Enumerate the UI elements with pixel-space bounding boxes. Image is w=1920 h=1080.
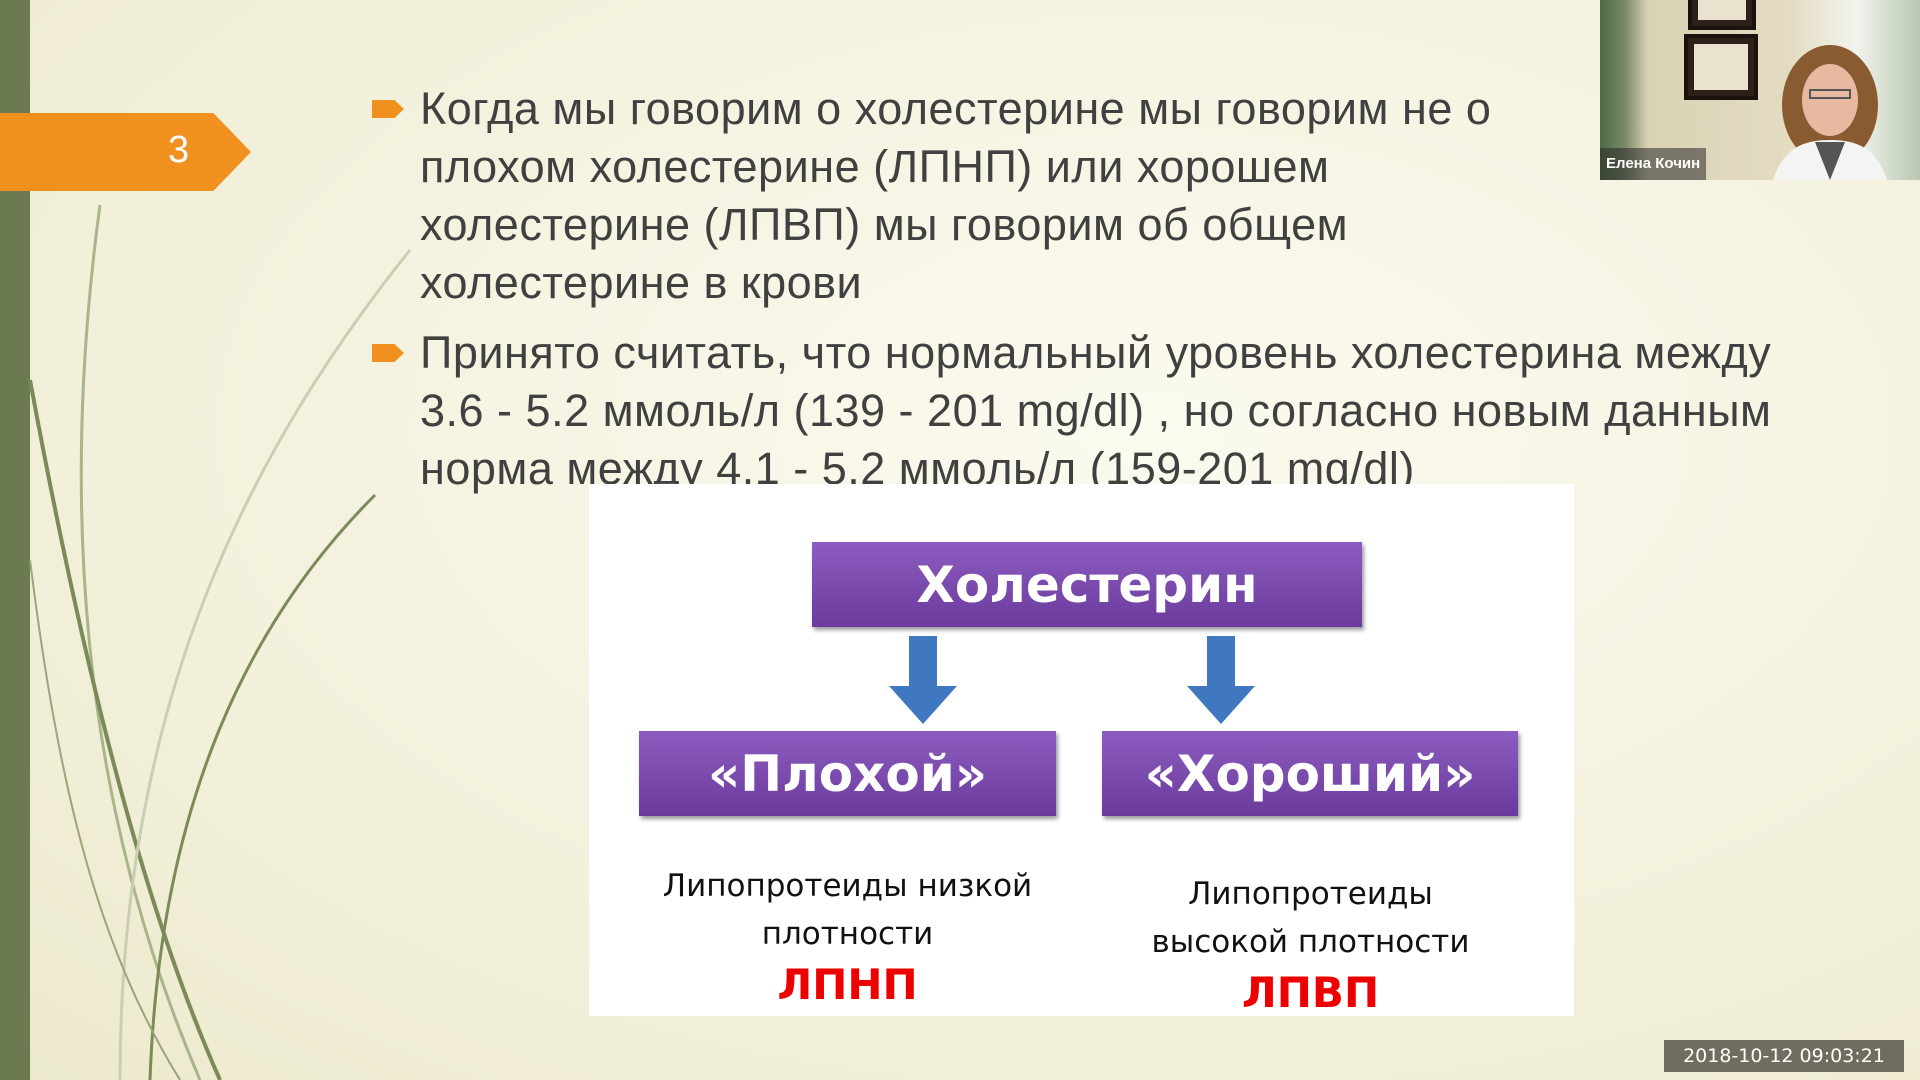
- bullet-item: Когда мы говорим о холестерине мы говори…: [372, 80, 1587, 312]
- recording-timestamp: 2018-10-12 09:03:21: [1664, 1040, 1904, 1072]
- ldl-caption: Липопротеиды низкой плотности: [619, 862, 1076, 958]
- arrow-down-icon: [1187, 636, 1255, 724]
- good-cholesterol-box: «Хороший»: [1102, 731, 1518, 816]
- wall-frame: [1688, 0, 1756, 30]
- slide-number-tag: 3: [0, 113, 251, 191]
- bullet-list: Когда мы говорим о холестерине мы говори…: [372, 80, 1812, 510]
- slide-number: 3: [168, 129, 190, 171]
- hdl-caption: Липопротеиды высокой плотности: [1082, 870, 1539, 966]
- participant-video[interactable]: Елена Кочин: [1600, 0, 1920, 180]
- caption-line: Липопротеиды низкой: [662, 868, 1033, 904]
- participant-name-label: Елена Кочин: [1600, 148, 1707, 180]
- participant-person-image: [1772, 45, 1888, 180]
- bad-cholesterol-box: «Плохой»: [639, 731, 1056, 816]
- decorative-grass-lines: [28, 204, 412, 1080]
- bullet-text: Когда мы говорим о холестерине мы говори…: [420, 83, 1492, 308]
- bullet-arrow-icon: [372, 344, 404, 362]
- hdl-abbreviation: ЛПВП: [1241, 968, 1380, 1017]
- caption-line: высокой плотности: [1151, 924, 1470, 960]
- bullet-text: Принято считать, что нормальный уровень …: [420, 327, 1772, 494]
- caption-line: Липопротеиды: [1188, 876, 1433, 912]
- cholesterol-diagram: Холестерин «Плохой» «Хороший» Липопротеи…: [589, 484, 1574, 1017]
- arrow-down-icon: [889, 636, 957, 724]
- caption-line: плотности: [761, 916, 934, 952]
- wall-frame: [1684, 34, 1758, 100]
- ldl-abbreviation: ЛПНП: [777, 960, 918, 1009]
- bullet-arrow-icon: [372, 100, 404, 118]
- bullet-item: Принято считать, что нормальный уровень …: [372, 324, 1812, 498]
- cholesterol-box: Холестерин: [812, 542, 1362, 627]
